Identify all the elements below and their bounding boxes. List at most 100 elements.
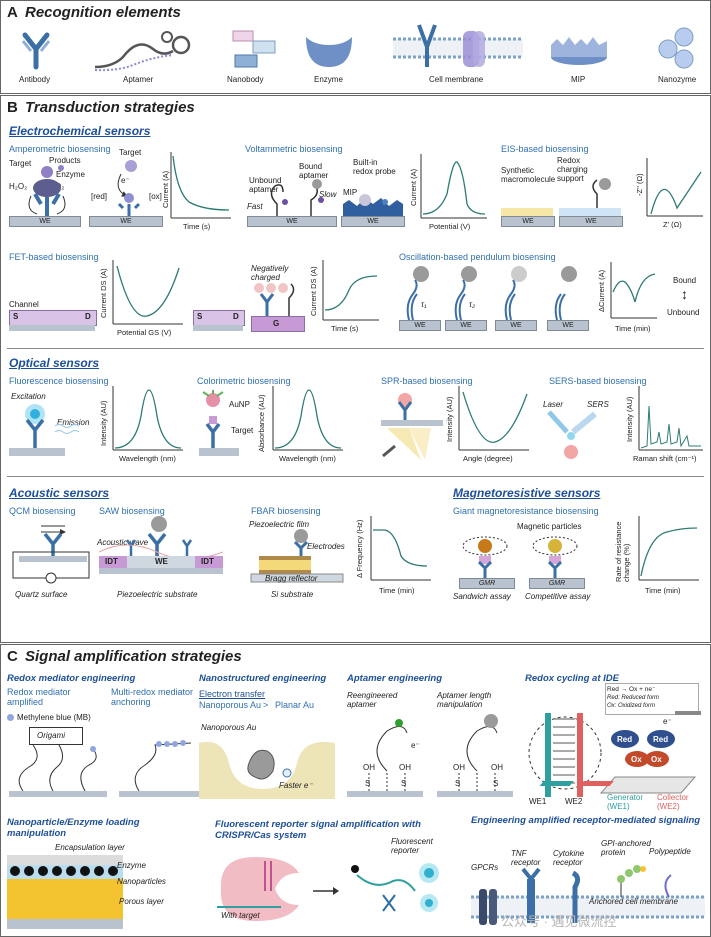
- fluor-substrate: [9, 448, 65, 456]
- eis-we-2: WE: [559, 216, 623, 227]
- panel-b-title: Transduction strategies: [25, 99, 195, 116]
- volt-mip-label: MIP: [343, 188, 358, 197]
- qcm-scheme: [12, 525, 90, 584]
- osc-we-3: WE: [495, 320, 537, 331]
- nano-pa: Planar Au: [275, 700, 315, 710]
- fet-plot-1: [112, 260, 183, 325]
- receptor-title: Engineering amplified receptor-mediated …: [471, 815, 701, 826]
- amp-enzyme-label: Enzyme: [56, 170, 85, 179]
- fbar-scheme: [250, 529, 344, 583]
- np-dots: [10, 866, 118, 876]
- electrochemical-title: Electrochemical sensors: [9, 124, 151, 138]
- antibody-icon: [21, 32, 51, 70]
- fet-title: FET-based biosensing: [9, 252, 99, 262]
- fluor-yaxis: Intensity (AU): [99, 400, 108, 446]
- apt-oh-4: OH: [491, 763, 503, 772]
- np-stack: [7, 855, 123, 929]
- np-nps: Nanoparticles: [117, 877, 166, 886]
- color-aunp: AuNP: [229, 400, 250, 409]
- fet-yaxis-2: Current DS (A): [309, 266, 318, 316]
- cell-membrane-icon: [393, 24, 523, 67]
- volt-fast-label: Fast: [247, 202, 263, 211]
- saw-substrate: Piezoelectric substrate: [117, 590, 198, 599]
- spr-plot: [458, 386, 529, 451]
- aptamer-label: Aptamer: [123, 75, 154, 84]
- gmr-base-2: GMR: [529, 578, 585, 589]
- ide-we1: WE1: [529, 797, 547, 806]
- mip-icon: [551, 37, 607, 65]
- fet-xaxis-1: Potential GS (V): [117, 328, 172, 337]
- ide-title: Redox cycling at IDE: [525, 673, 619, 684]
- osc-unbound-label: Unbound: [667, 308, 700, 317]
- eis-redox-label: Redox charging support: [557, 156, 588, 183]
- origami-box: [29, 727, 83, 745]
- mip-electrode-scheme: [343, 194, 403, 216]
- eis-title: EIS-based biosensing: [501, 144, 589, 154]
- oscillation-title: Oscillation-based pendulum biosensing: [399, 252, 556, 262]
- oscillation-plot: [610, 262, 657, 319]
- osc-we-4: WE: [547, 320, 589, 331]
- fet-neg-label: Negatively charged: [251, 264, 289, 282]
- panel-c-letter: C: [7, 648, 18, 665]
- volt-unbound-label: Unbound aptamer: [249, 176, 282, 194]
- rec-poly: Polypeptide: [649, 847, 691, 856]
- apt-s-1: S: [365, 779, 371, 788]
- apt-oh-1: OH: [363, 763, 375, 772]
- redox-origami: Origami: [37, 731, 66, 740]
- spr-scheme: [381, 393, 443, 460]
- gmr-xaxis: Time (min): [645, 586, 681, 595]
- apt-title: Aptamer engineering: [347, 673, 443, 684]
- apt-s-2: S: [401, 779, 407, 788]
- rec-cyto: Cytokine receptor: [553, 849, 585, 867]
- redox-mb: Methylene blue (MB): [17, 713, 91, 722]
- amp-xaxis: Time (s): [183, 222, 211, 231]
- ide-we2: WE2: [565, 797, 583, 806]
- osc-xaxis: Time (min): [615, 324, 651, 333]
- apt-e: e⁻: [411, 741, 420, 750]
- nanobody-icon: [232, 30, 276, 68]
- optical-title: Optical sensors: [9, 356, 100, 370]
- ide-e: e⁻: [663, 717, 672, 726]
- osc-yaxis: ΔCurrent (A): [597, 269, 606, 312]
- nanobody-label: Nanobody: [227, 75, 264, 84]
- color-plot: [272, 386, 343, 451]
- spr-title: SPR-based biosensing: [381, 376, 473, 386]
- receptor-scheme: [471, 865, 705, 925]
- divider-acoustic: [7, 476, 704, 477]
- np-enz-title: Nanoparticle/Enzyme loading manipulation: [7, 817, 140, 839]
- volt-xaxis: Potential (V): [429, 222, 471, 231]
- volt-slow-label: Slow: [319, 190, 337, 199]
- np-porous-layer: [7, 879, 123, 919]
- redox-amplified: Redox mediator amplified: [7, 687, 71, 707]
- nano-np: Nanoporous Au: [199, 700, 262, 710]
- volt-yaxis: Current (A): [409, 168, 418, 206]
- fet-base-1: [9, 325, 95, 331]
- amp-h2o2-label: H₂O₂: [9, 182, 28, 191]
- np-encap: Encapsulation layer: [55, 843, 125, 852]
- gmr-scheme: [462, 536, 578, 578]
- fet-base-2: [193, 325, 243, 331]
- apt-substrate-2: [437, 791, 513, 797]
- nano-gt: >: [263, 700, 269, 710]
- osc-t2: τ₂: [469, 300, 476, 309]
- fbar-bragg: Bragg reflector: [265, 574, 318, 583]
- amperometric-title: Amperometric biosensing: [9, 144, 111, 154]
- voltammetric-scheme: [270, 179, 324, 220]
- sers-title: SERS-based biosensing: [549, 376, 647, 386]
- eis-plot: [646, 158, 703, 217]
- amp-scheme-2: [117, 160, 141, 216]
- crispr-title: Fluorescent reporter signal amplificatio…: [215, 819, 421, 841]
- color-title: Colorimetric biosensing: [197, 376, 291, 386]
- amp-ox-label: [ox]: [149, 192, 162, 201]
- fbar-film: Piezoelectric film: [249, 520, 310, 529]
- ide-eq: Red → Ox + ne⁻: [607, 686, 656, 693]
- panel-b-header: B Transduction strategies: [1, 96, 710, 120]
- panel-a-letter: A: [7, 4, 18, 21]
- ide-ox-def: Ox: Oxidized form: [607, 703, 656, 709]
- redox-substrate-2: [119, 791, 199, 797]
- fbar-si: Si substrate: [271, 590, 314, 599]
- np-enzyme: Enzyme: [117, 861, 146, 870]
- fbar-yaxis: Δ Frequency (Hz): [355, 519, 364, 578]
- ide-red-2: Red: [653, 735, 669, 744]
- fet-g: G: [273, 319, 280, 328]
